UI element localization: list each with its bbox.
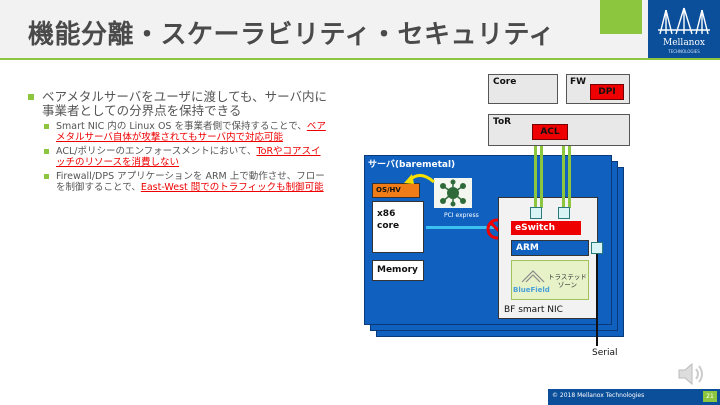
- eswitch-box: eSwitch: [511, 221, 581, 235]
- slide-title: 機能分離・スケーラビリティ・セキュリティ: [28, 20, 555, 50]
- x86-core-box: x86 core: [372, 201, 424, 253]
- serial-label: Serial: [592, 348, 618, 358]
- tor-label: ToR: [493, 117, 512, 127]
- footer-copyright: © 2018 Mellanox Technologies: [552, 392, 645, 399]
- trusted-zone-line-1: トラステッド: [548, 273, 587, 281]
- uplink-right-inner: [568, 146, 571, 208]
- x86-label: x86: [377, 209, 396, 219]
- serial-cable: [596, 254, 598, 346]
- nic-port-left: [530, 207, 542, 219]
- nic-port-right: [558, 207, 570, 219]
- page-number: 21: [703, 391, 717, 402]
- bullet-sub-1-highlight: ベアメタルサーバ自体が攻撃されてもサーバ内で対応可能: [56, 121, 326, 143]
- bullet-sub-1: Smart NIC 内の Linux OS を事業者側で保持することで、ベアメタ…: [44, 121, 328, 143]
- bullet-main: ベアメタルサーバをユーザに渡しても、サーバ内に事業者としての分界点を保持できる: [28, 90, 328, 118]
- bullet-sub-2-text: ACL/ポリシーのエンフォースメントにおいて、: [56, 146, 257, 157]
- logo-tagline: TECHNOLOGIES: [668, 49, 700, 54]
- uplink-left-outer: [534, 146, 537, 208]
- serial-port: [591, 242, 603, 254]
- pci-label: PCI express: [444, 212, 479, 219]
- nic-label: BF smart NIC: [504, 305, 563, 315]
- attack-arrow: [404, 174, 435, 184]
- server-label: サーバ(baremetal): [368, 160, 456, 170]
- accent-square: [600, 0, 642, 34]
- pci-express-link: [426, 226, 494, 229]
- bridge-icon: [658, 7, 710, 35]
- virus-icon: [434, 178, 472, 208]
- virus-image: [434, 178, 472, 208]
- logo-name: Mellanox: [663, 38, 705, 48]
- memory-box: Memory: [372, 260, 424, 281]
- dpi-box: DPI: [590, 84, 624, 100]
- bluefield-label: BlueField: [513, 286, 550, 294]
- mellanox-logo: Mellanox TECHNOLOGIES: [648, 0, 720, 58]
- uplink-left-inner: [540, 146, 543, 208]
- fw-label: FW: [570, 77, 587, 87]
- title-bar: [0, 0, 650, 58]
- os-hv-box: OS/HV: [372, 183, 420, 198]
- bullet-sub-2: ACL/ポリシーのエンフォースメントにおいて、ToRやコアスイッチのリソースを消…: [44, 146, 328, 168]
- bullet-sub-1-text: Smart NIC 内の Linux OS を事業者側で保持することで、: [56, 121, 307, 132]
- bullet-sub-3: Firewall/DPS アプリケーションを ARM 上で動作させ、フローを制御…: [44, 171, 328, 193]
- bullet-sub-2-highlight: ToRやコアスイッチのリソースを消費しない: [56, 146, 321, 168]
- arm-box: ARM: [511, 240, 589, 256]
- footer-bar: [548, 389, 720, 405]
- bullet-sub-3-highlight: East-West 間でのトラフィックも制御可能: [140, 182, 324, 193]
- acl-box: ACL: [532, 124, 568, 140]
- core-switch: [488, 74, 558, 104]
- core-sub-label: core: [377, 221, 400, 231]
- speaker-icon[interactable]: [676, 362, 706, 386]
- uplink-right-outer: [562, 146, 565, 208]
- trusted-zone-label: トラステッド ゾーン: [548, 273, 587, 289]
- bullet-sub-3-text: Firewall/DPS アプリケーションを ARM 上で動作させ、フローを制御…: [56, 171, 325, 193]
- bf-smart-nic: [498, 197, 598, 319]
- bullet-list: ベアメタルサーバをユーザに渡しても、サーバ内に事業者としての分界点を保持できる …: [28, 90, 328, 193]
- core-label: Core: [493, 77, 517, 87]
- bluefield-icon: [521, 270, 545, 283]
- trusted-zone-line-2: ゾーン: [557, 281, 578, 289]
- title-divider: [0, 58, 720, 60]
